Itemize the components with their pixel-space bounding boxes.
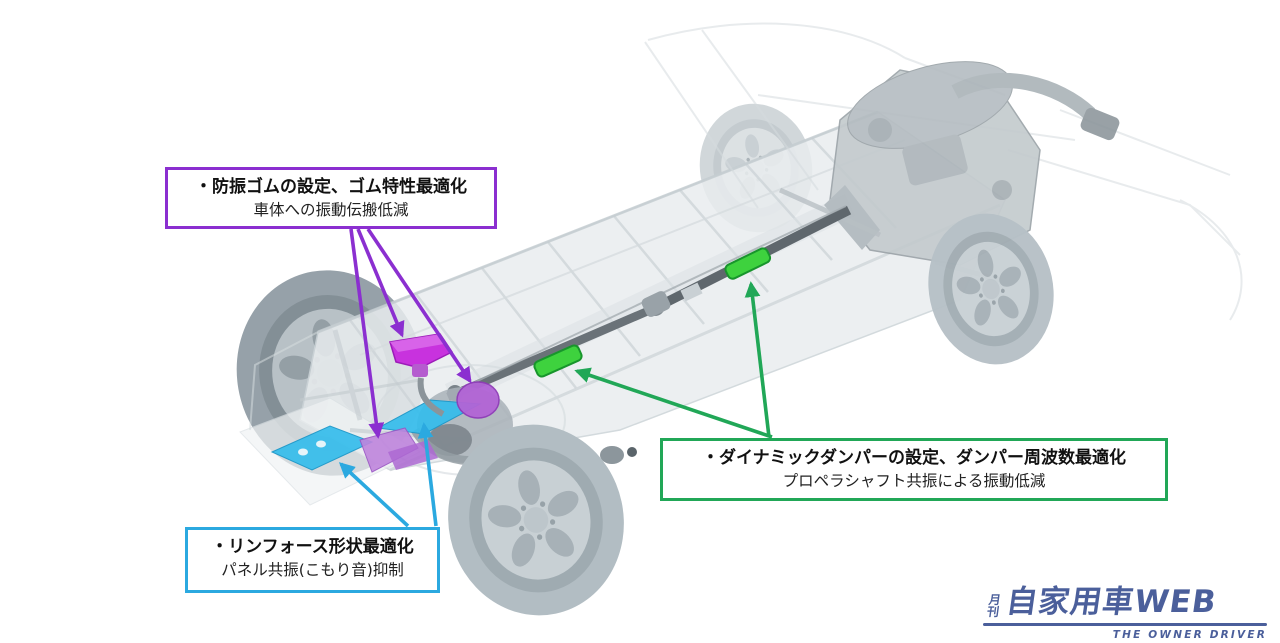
callout-subtitle: パネル共振(こもり音)抑制 bbox=[221, 560, 404, 579]
logo-tagline: THE OWNER DRIVER bbox=[1112, 629, 1267, 641]
callout-subtitle: プロペラシャフト共振による振動低減 bbox=[782, 471, 1046, 490]
dynamic-damper-front bbox=[724, 247, 772, 280]
hanger-bracket bbox=[600, 446, 637, 464]
rubber-mount-right bbox=[456, 381, 500, 419]
callout-antivibration-rubber: ・防振ゴムの設定、ゴム特性最適化 車体への振動伝搬低減 bbox=[165, 167, 497, 229]
callout-title: ・防振ゴムの設定、ゴム特性最適化 bbox=[195, 177, 467, 197]
callout-subtitle: 車体への振動伝搬低減 bbox=[253, 200, 409, 219]
logo-rule bbox=[983, 623, 1267, 626]
callout-reinforce-shape: ・リンフォース形状最適化 パネル共振(こもり音)抑制 bbox=[185, 527, 440, 593]
callout-dynamic-damper: ・ダイナミックダンパーの設定、ダンパー周波数最適化 プロペラシャフト共振による振… bbox=[660, 438, 1168, 501]
dynamic-dampers bbox=[533, 247, 772, 378]
logo-title: 自家用車WEB bbox=[1003, 584, 1220, 620]
annotation-arrows bbox=[338, 227, 773, 528]
cyan-arrows bbox=[338, 422, 438, 528]
callout-title: ・ダイナミックダンパーの設定、ダンパー周波数最適化 bbox=[702, 448, 1126, 468]
green-arrows bbox=[574, 281, 773, 439]
callout-title: ・リンフォース形状最適化 bbox=[211, 537, 414, 557]
logo-prefix: 月刊 bbox=[986, 592, 1002, 619]
purple-arrows bbox=[349, 227, 472, 439]
brand-logo: 月刊 自家用車WEB THE OWNER DRIVER bbox=[983, 576, 1267, 641]
ghost-body-frame bbox=[249, 22, 1243, 431]
dynamic-damper-rear bbox=[533, 344, 583, 378]
